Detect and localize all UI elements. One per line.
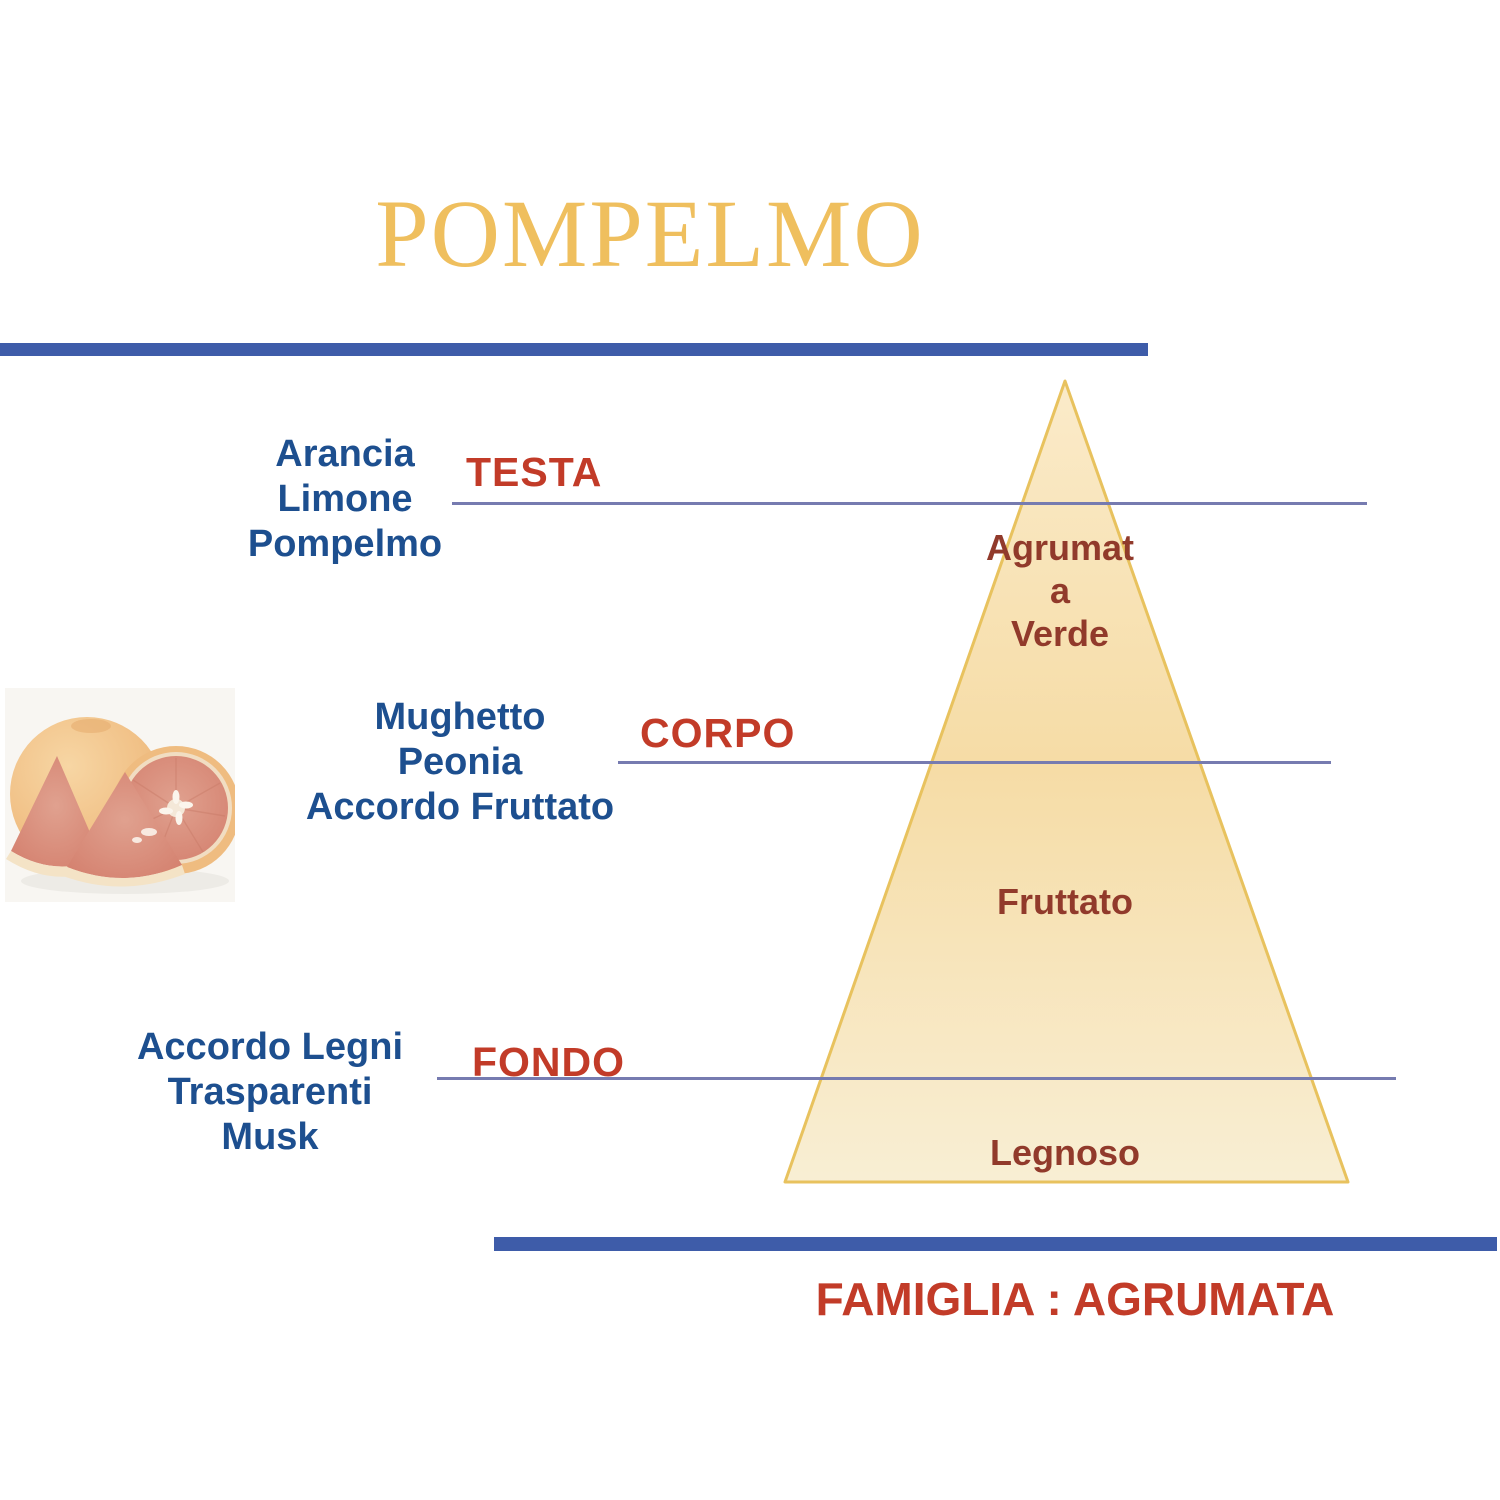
fragrance-family-label: FAMIGLIA : AGRUMATA (815, 1273, 1335, 1325)
grapefruit-half (112, 746, 235, 874)
note-item: Accordo Legni (136, 1026, 404, 1068)
note-item: Accordo Fruttato (305, 786, 615, 828)
accord-label-testa: Agrumat a Verde (910, 526, 1210, 655)
bottom-divider-bar (494, 1237, 1497, 1251)
level-label-testa: TESTA (466, 449, 603, 495)
note-item: Mughetto (374, 696, 546, 738)
note-item: Peonia (397, 741, 523, 783)
accord-line: Legnoso (990, 1132, 1140, 1173)
top-notes-list: Arancia Limone Pompelmo (170, 432, 520, 567)
level-label-fondo: FONDO (472, 1039, 626, 1085)
fragrance-pyramid-triangle (783, 379, 1350, 1184)
note-item: Trasparenti (167, 1071, 373, 1113)
note-item: Arancia (275, 433, 415, 475)
accord-line: Fruttato (997, 881, 1133, 922)
accord-label-fondo: Legnoso (910, 1131, 1220, 1174)
accord-label-corpo: Fruttato (910, 880, 1220, 923)
accord-line: Agrumat (985, 527, 1134, 568)
accord-line: Verde (1010, 613, 1110, 654)
note-item: Limone (277, 478, 413, 520)
note-item: Pompelmo (247, 523, 443, 565)
accord-line: a (1049, 570, 1071, 611)
base-notes-list: Accordo Legni Trasparenti Musk (95, 1025, 445, 1160)
grapefruit-photo (5, 688, 235, 902)
corpo-divider-line (618, 761, 1331, 764)
heart-notes-list: Mughetto Peonia Accordo Fruttato (285, 695, 635, 830)
testa-divider-line (452, 502, 1367, 505)
top-divider-bar (0, 343, 1148, 356)
page-title: POMPELMO (375, 180, 925, 287)
fondo-divider-line (437, 1077, 1396, 1080)
note-item: Musk (221, 1116, 319, 1158)
level-label-corpo: CORPO (640, 710, 796, 756)
grapefruit-wedges (6, 756, 185, 887)
